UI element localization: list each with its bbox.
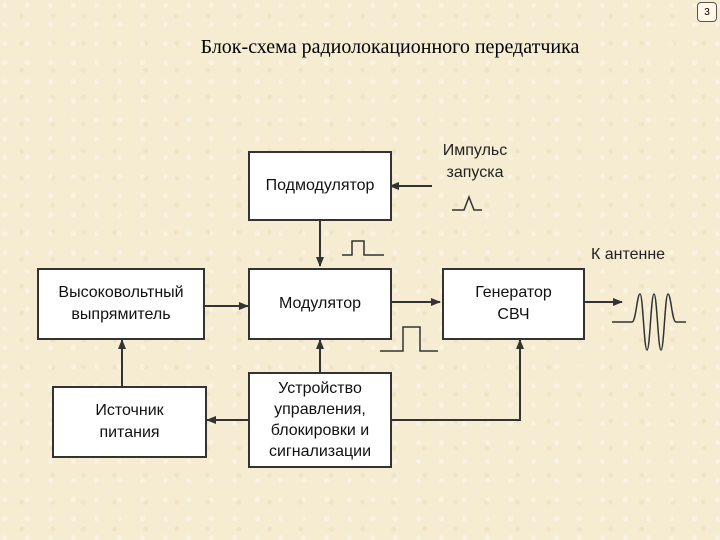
power-source-label: Источник питания xyxy=(95,402,164,441)
mw-generator-label: Генератор СВЧ xyxy=(475,284,552,323)
modulator-block: Модулятор xyxy=(248,268,392,340)
submodulator-block: Подмодулятор xyxy=(248,151,392,221)
rf-output-waveform xyxy=(612,293,686,351)
page-number: 3 xyxy=(697,2,717,22)
control-unit-block: Устройство управления, блокировки и сигн… xyxy=(248,372,392,468)
modulator-label: Модулятор xyxy=(279,295,361,312)
mw-generator-block: Генератор СВЧ xyxy=(442,268,585,340)
arrow-control-to-generator xyxy=(392,339,524,421)
submodulator-output-pulse xyxy=(342,240,384,256)
trigger-pulse-waveform xyxy=(452,194,482,211)
to-antenna-label: К антенне xyxy=(590,246,666,263)
hv-rectifier-label: Высоковольтный выпрямитель xyxy=(58,284,184,323)
control-unit-label: Устройство управления, блокировки и сигн… xyxy=(268,380,372,460)
power-source-block: Источник питания xyxy=(52,386,207,458)
slide-title: Блок-схема радиолокационного передатчика xyxy=(200,36,580,58)
hv-rectifier-block: Высоковольтный выпрямитель xyxy=(37,268,205,340)
submodulator-label: Подмодулятор xyxy=(265,177,375,194)
trigger-pulse-label: Импульс запуска xyxy=(442,142,508,181)
modulator-output-pulse xyxy=(380,326,438,352)
